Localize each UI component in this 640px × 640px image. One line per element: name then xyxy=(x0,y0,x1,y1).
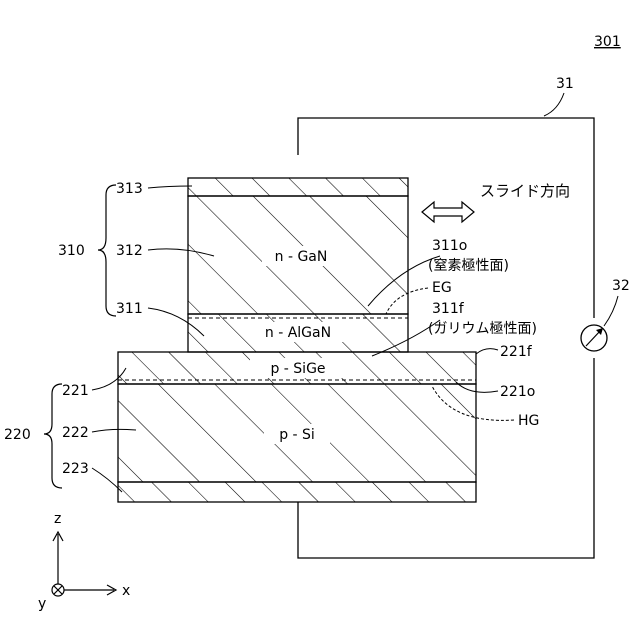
layer-312-label: 312 xyxy=(116,243,143,259)
brace-310 xyxy=(98,185,116,316)
layer-223-label: 223 xyxy=(62,461,89,477)
circuit-leader xyxy=(544,93,564,116)
layer-313-label: 313 xyxy=(116,181,143,197)
eg-label: EG xyxy=(432,280,452,296)
axis-x-label: x xyxy=(122,583,130,599)
axis-z-label: z xyxy=(54,511,61,527)
slide-arrow-icon xyxy=(422,202,474,222)
layer-311-label: 311 xyxy=(116,301,143,317)
axis-y-label: y xyxy=(38,596,46,612)
circuit-label: 31 xyxy=(556,76,574,92)
slide-direction-label: スライド方向 xyxy=(480,182,570,200)
brace-220 xyxy=(44,384,62,488)
surface-311o-label: 311o xyxy=(432,238,467,254)
figure-ref: 301 xyxy=(594,34,621,50)
hg-label: HG xyxy=(518,413,539,429)
surface-311f-desc: (ガリウム極性面) xyxy=(428,321,537,337)
stack-310-label: 310 xyxy=(58,243,85,259)
surface-221o-label: 221o xyxy=(500,384,535,400)
stack-220-label: 220 xyxy=(4,427,31,443)
layer-313 xyxy=(188,178,408,196)
surface-311f-label: 311f xyxy=(432,301,465,317)
meter-leader xyxy=(604,296,618,326)
meter-icon xyxy=(581,325,607,351)
layer-221-label: 221 xyxy=(62,383,89,399)
material-p-sige: p - SiGe xyxy=(270,361,325,377)
meter-label: 32 xyxy=(612,278,630,294)
layer-223 xyxy=(118,482,476,502)
material-p-si: p - Si xyxy=(279,427,315,443)
surface-221f-label: 221f xyxy=(500,344,533,360)
leader-221f xyxy=(476,349,498,354)
axes-icon xyxy=(52,532,116,596)
leader-313 xyxy=(148,186,192,188)
surface-311o-desc: (窒素極性面) xyxy=(428,257,509,274)
layer-222-label: 222 xyxy=(62,425,89,441)
material-n-algan: n - AlGaN xyxy=(265,325,331,341)
material-n-gan: n - GaN xyxy=(275,249,328,265)
